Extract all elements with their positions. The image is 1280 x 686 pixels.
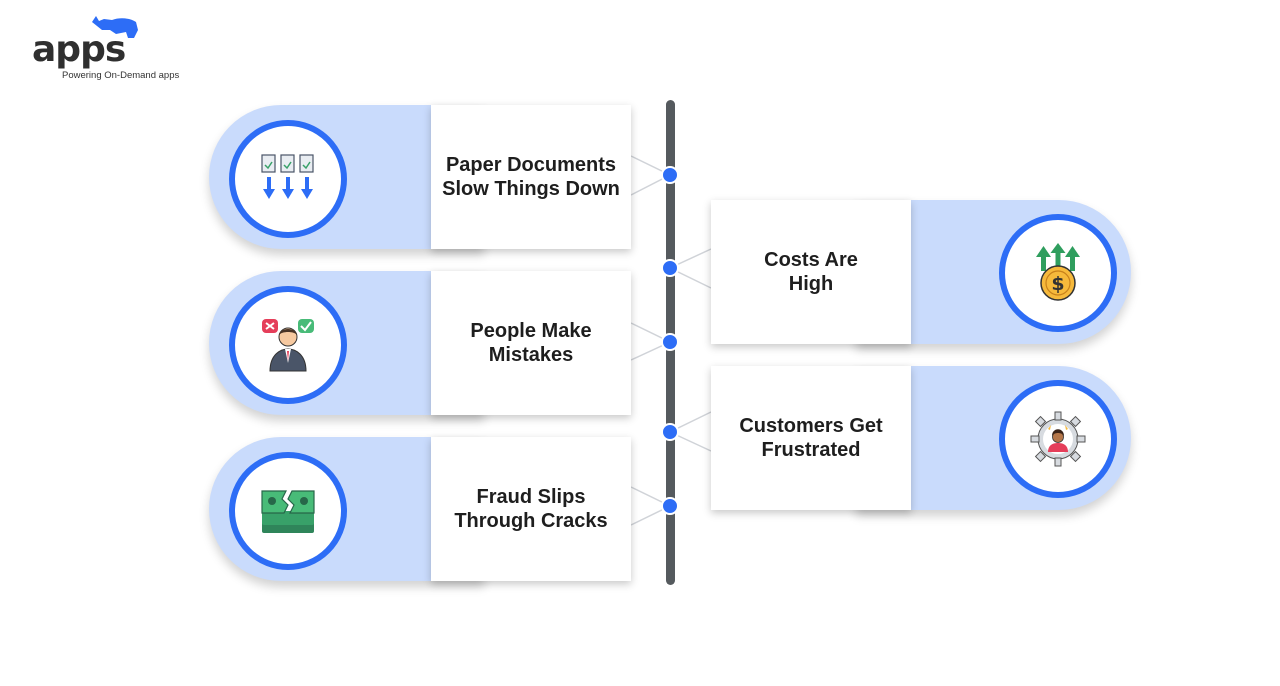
card-paper-documents: Paper Documents Slow Things Down (431, 105, 631, 249)
timeline-dot (661, 259, 679, 277)
rhino-icon (92, 16, 138, 38)
card-fraud: Fraud Slips Through Cracks (431, 437, 631, 581)
card-label: Paper Documents Slow Things Down (442, 154, 620, 200)
brand-tagline: Powering On-Demand apps (62, 70, 180, 81)
card-customers-frustrated: Customers Get Frustrated (711, 366, 911, 510)
dollar-coin-rising-icon: $ (1036, 243, 1080, 301)
frustrated-customer-gear-icon (1030, 411, 1086, 467)
person-decision-icon (262, 319, 314, 372)
brand-wordmark: apps (32, 29, 126, 70)
timeline-dot (661, 333, 679, 351)
timeline-dot (661, 423, 679, 441)
icon-ring (229, 452, 347, 570)
card-costs-high: Costs Are High (711, 200, 911, 344)
icon-ring (999, 380, 1117, 498)
torn-money-icon (261, 490, 315, 533)
card-label: Costs Are High (764, 249, 858, 295)
card-label: Customers Get Frustrated (739, 415, 883, 461)
timeline-dot (661, 497, 679, 515)
card-people-mistakes: People Make Mistakes (431, 271, 631, 415)
card-label: People Make Mistakes (470, 320, 592, 366)
icon-ring: $ (999, 214, 1117, 332)
icon-ring (229, 120, 347, 238)
documents-download-icon (261, 154, 314, 199)
svg-text:$: $ (1051, 273, 1064, 295)
timeline-dot (661, 166, 679, 184)
card-label: Fraud Slips Through Cracks (454, 486, 608, 532)
icon-ring (229, 286, 347, 404)
brand-logo: apps Powering On-Demand apps (30, 14, 200, 84)
